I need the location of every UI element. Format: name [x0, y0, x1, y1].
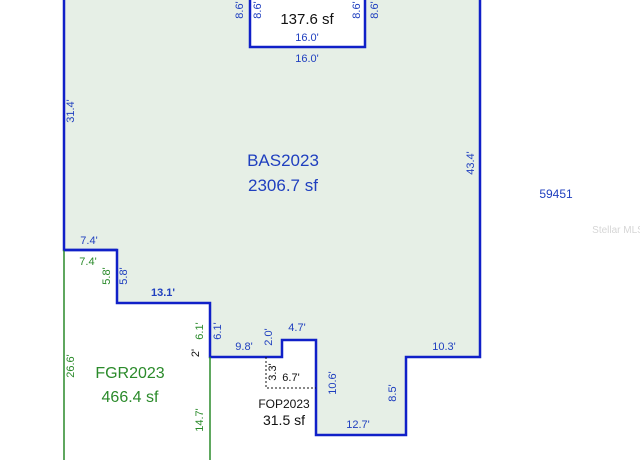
top-fop-shape	[248, 0, 367, 49]
dim-top-right-a: 8.6'	[351, 1, 363, 18]
dim-61-a: 6.1'	[194, 322, 206, 339]
dim-small-2: 2'	[190, 349, 202, 357]
dim-61-b: 6.1'	[212, 322, 224, 339]
dim-85: 8.5'	[387, 384, 399, 401]
bas-name: BAS2023	[247, 151, 319, 170]
parcel-id: 59451	[539, 187, 573, 201]
dim-33: 3.3'	[267, 363, 279, 380]
dim-127: 12.7'	[346, 419, 370, 431]
dim-131: 13.1'	[151, 287, 175, 299]
dim-103: 10.3'	[432, 341, 456, 353]
small-fop-dotted	[265, 357, 316, 389]
dim-fgr-right: 14.7'	[194, 408, 206, 432]
dim-top-outer: 16.0'	[295, 53, 319, 65]
dim-58-b: 5.8'	[118, 267, 130, 284]
bas-area-shape	[62, 0, 482, 437]
dim-74-b: 7.4'	[79, 256, 96, 268]
dim-top-right-b: 8.6'	[369, 1, 381, 18]
dim-98: 9.8'	[235, 341, 252, 353]
dim-right-side: 43.4'	[465, 151, 477, 175]
top-fop-area: 137.6 sf	[280, 11, 334, 28]
dim-top-left-a: 8.6'	[234, 1, 246, 18]
watermark: Stellar MLS	[592, 225, 640, 236]
fop-name: FOP2023	[258, 397, 310, 411]
dim-top-left-b: 8.6'	[252, 1, 264, 18]
dim-106: 10.6'	[327, 371, 339, 395]
dim-58-a: 5.8'	[101, 267, 113, 284]
dim-top-bottom: 16.0'	[295, 32, 319, 44]
fgr-name: FGR2023	[95, 365, 164, 382]
dim-20: 2.0'	[263, 328, 275, 345]
fgr-area: 466.4 sf	[102, 389, 159, 406]
bas-area: 2306.7 sf	[248, 176, 318, 195]
dim-left-side: 31.4'	[65, 99, 77, 123]
dim-74-a: 7.4'	[80, 235, 97, 247]
fop-area: 31.5 sf	[263, 412, 305, 428]
dim-47: 4.7'	[288, 322, 305, 334]
dim-fgr-left: 26.6'	[65, 354, 77, 378]
dim-67: 6.7'	[282, 372, 299, 384]
